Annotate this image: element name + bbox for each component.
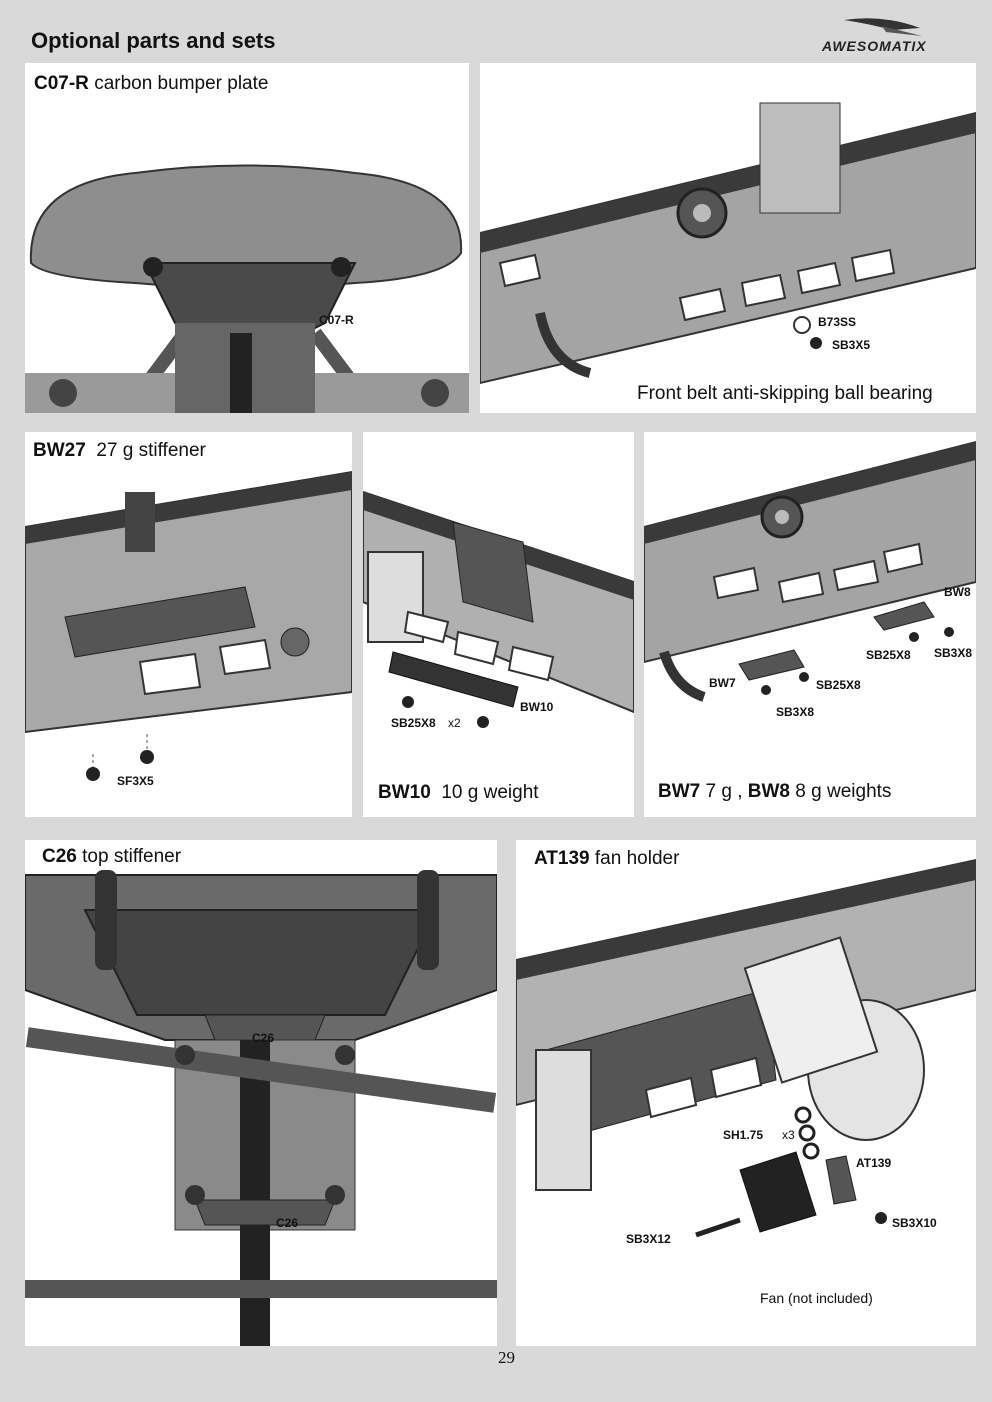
bw7-bw8-drawing bbox=[644, 440, 976, 702]
part-code: BW8 bbox=[747, 781, 791, 802]
label-sb25x8: SB25X8 bbox=[866, 648, 911, 662]
label-sb25x8: SB25X8 bbox=[391, 716, 436, 730]
label-c26-bottom: C26 bbox=[276, 1216, 299, 1230]
at139-drawing bbox=[516, 858, 976, 1238]
panel-title-c26: C26 top stiffener bbox=[39, 846, 185, 868]
part-code: AT139 bbox=[534, 848, 590, 869]
panel-caption-bearing: Front belt anti-skipping ball bearing bbox=[637, 383, 933, 404]
label-c26-top: C26 bbox=[252, 1031, 275, 1045]
bw10-drawing bbox=[363, 490, 634, 728]
bw27-drawing bbox=[25, 470, 352, 781]
label-sb3x8: SB3X8 bbox=[934, 646, 973, 660]
chassis-bearing-drawing bbox=[480, 102, 976, 385]
label-sh175: SH1.75 bbox=[723, 1128, 764, 1142]
label-sb3x12: SB3X12 bbox=[626, 1232, 671, 1246]
label-bw10: BW10 bbox=[520, 700, 554, 714]
part-code: C07-R bbox=[34, 73, 89, 94]
label-sb3x10: SB3X10 bbox=[892, 1216, 937, 1230]
panel-c07r-bumper: C07-R carbon bumper plate C07-R bbox=[25, 63, 469, 413]
part-code: C26 bbox=[42, 846, 77, 867]
part-code: BW7 bbox=[658, 781, 701, 802]
panel-front-belt-bearing: B73SS SB3X5 Front belt anti-skipping bal… bbox=[480, 63, 976, 413]
label-bw27: BW27 bbox=[103, 619, 137, 633]
panel-caption-bw78: BW7 7 g , BW8 8 g weights bbox=[658, 781, 891, 803]
label-bw8: BW8 bbox=[944, 585, 971, 599]
part-code: BW10 bbox=[378, 782, 431, 803]
part-description: 10 g weight bbox=[441, 782, 539, 803]
bumper-plate-drawing bbox=[25, 164, 469, 413]
panel-caption-bw10: BW10 10 g weight bbox=[378, 782, 539, 804]
label-qty-x3: x3 bbox=[782, 1128, 795, 1142]
part-description: 7 g , bbox=[705, 781, 743, 802]
brand-logo-text: AWESOMATIX bbox=[822, 38, 927, 54]
part-code: BW27 bbox=[33, 440, 86, 461]
label-qty-x2: x2 bbox=[448, 716, 461, 730]
label-sf3x5: SF3X5 bbox=[117, 774, 154, 788]
label-c07r: C07-R bbox=[319, 313, 354, 327]
label-at139: AT139 bbox=[856, 1156, 892, 1170]
panel-title-at139: AT139 fan holder bbox=[531, 848, 683, 870]
part-description: 27 g stiffener bbox=[96, 440, 206, 461]
panel-c26-top-stiffener: C26 top stiffener C26 C26 bbox=[25, 840, 497, 1346]
part-description: top stiffener bbox=[82, 846, 182, 867]
part-description: carbon bumper plate bbox=[94, 73, 269, 94]
panel-title-bw27: BW27 27 g stiffener bbox=[33, 440, 206, 462]
panel-at139-fan-holder: AT139 fan holder SH1.75 x3 AT139 SB3X10 … bbox=[516, 840, 976, 1346]
label-b73ss: B73SS bbox=[818, 315, 857, 329]
page-number: 29 bbox=[498, 1348, 515, 1367]
bird-swoosh-icon bbox=[844, 18, 922, 36]
panel-title-c07r: C07-R carbon bumper plate bbox=[34, 73, 268, 95]
label-sb25x8: SB25X8 bbox=[816, 678, 861, 692]
label-sb3x5: SB3X5 bbox=[832, 338, 871, 352]
label-sb3x8: SB3X8 bbox=[776, 705, 815, 719]
label-bw7: BW7 bbox=[709, 676, 736, 690]
panel-bw7-bw8-weights: BW8 SB25X8 SB3X8 BW7 SB25X8 SB3X8 BW7 7 … bbox=[644, 432, 976, 817]
page-title: Optional parts and sets bbox=[31, 28, 276, 53]
part-description: fan holder bbox=[594, 848, 680, 869]
c26-drawing bbox=[25, 870, 497, 1346]
part-description: 8 g weights bbox=[795, 781, 892, 802]
brand-logo: AWESOMATIX bbox=[822, 14, 970, 58]
label-fan-note: Fan (not included) bbox=[760, 1290, 873, 1306]
panel-bw10-weight: BW10 SB25X8 x2 BW10 10 g weight bbox=[363, 432, 634, 817]
panel-bw27-stiffener: BW27 27 g stiffener BW27 SF3X5 bbox=[25, 432, 352, 817]
